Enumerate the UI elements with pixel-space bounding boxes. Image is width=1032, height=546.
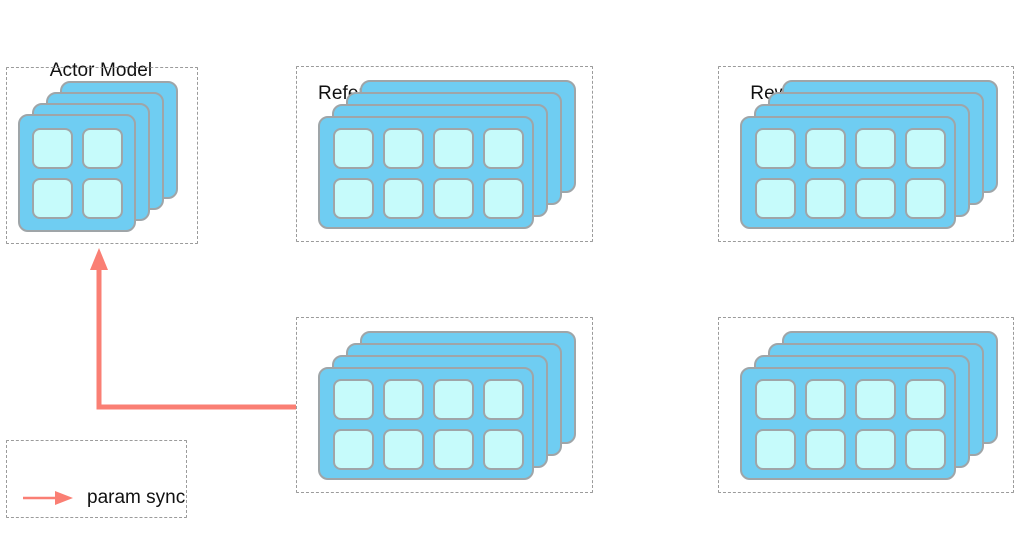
card-cell: [855, 379, 896, 420]
card-stack-reward: [718, 66, 1014, 242]
card-cell: [905, 379, 946, 420]
card-cell: [333, 178, 374, 219]
card-cell-grid-actor-vllm: [32, 128, 123, 219]
card-cell: [483, 178, 524, 219]
card-cell: [333, 128, 374, 169]
card-cell: [433, 429, 474, 470]
card-stack-reference: [296, 66, 593, 242]
group-box-actor-deepspeed: [296, 317, 593, 493]
group-box-critic: [718, 317, 1014, 493]
card-cell: [483, 429, 524, 470]
legend-box: param sync: [6, 440, 187, 518]
card-cell: [755, 379, 796, 420]
param-sync-arrow-head: [90, 248, 108, 270]
card-cell: [805, 178, 846, 219]
card-cell: [855, 128, 896, 169]
card-cell-grid-reward: [755, 128, 946, 219]
card-stack-actor-deepspeed: [296, 317, 593, 493]
card-cell: [433, 178, 474, 219]
group-box-reward: [718, 66, 1014, 242]
group-title-actor-vllm-line1: Actor Model: [49, 60, 153, 81]
card-cell-grid-reference: [333, 128, 524, 219]
card-cell: [855, 429, 896, 470]
card-cell: [805, 429, 846, 470]
card-cell: [32, 128, 73, 169]
card-cell: [905, 128, 946, 169]
card-cell: [755, 178, 796, 219]
card-cell: [333, 379, 374, 420]
group-box-reference: [296, 66, 593, 242]
card-stack-critic: [718, 317, 1014, 493]
card-cell: [383, 429, 424, 470]
card-cell: [433, 379, 474, 420]
arrow-right-icon: [23, 491, 73, 505]
legend-entry-param-sync: param sync: [21, 487, 185, 509]
group-title-actor-deepspeed: Actor Model (deepspeed): [296, 503, 594, 546]
card-cell: [483, 379, 524, 420]
card-cell: [805, 128, 846, 169]
card-cell: [755, 429, 796, 470]
card-cell-grid-actor-deepspeed: [333, 379, 524, 470]
card-cell: [383, 128, 424, 169]
card-cell: [905, 178, 946, 219]
card-cell: [82, 128, 123, 169]
card-cell: [755, 128, 796, 169]
card-cell: [433, 128, 474, 169]
card-stack-actor-vllm: [6, 67, 198, 244]
card-cell: [383, 178, 424, 219]
card-cell: [32, 178, 73, 219]
card-cell-grid-critic: [755, 379, 946, 470]
param-sync-arrow-path: [96, 262, 296, 410]
card-cell: [82, 178, 123, 219]
card-cell: [805, 379, 846, 420]
legend-label-param-sync: param sync: [87, 487, 186, 508]
card-cell: [383, 379, 424, 420]
group-box-actor-vllm: [6, 67, 198, 244]
group-title-critic: Critic Model (deepspeed): [718, 503, 1014, 546]
card-cell: [855, 178, 896, 219]
card-cell: [333, 429, 374, 470]
card-cell: [483, 128, 524, 169]
card-cell: [905, 429, 946, 470]
